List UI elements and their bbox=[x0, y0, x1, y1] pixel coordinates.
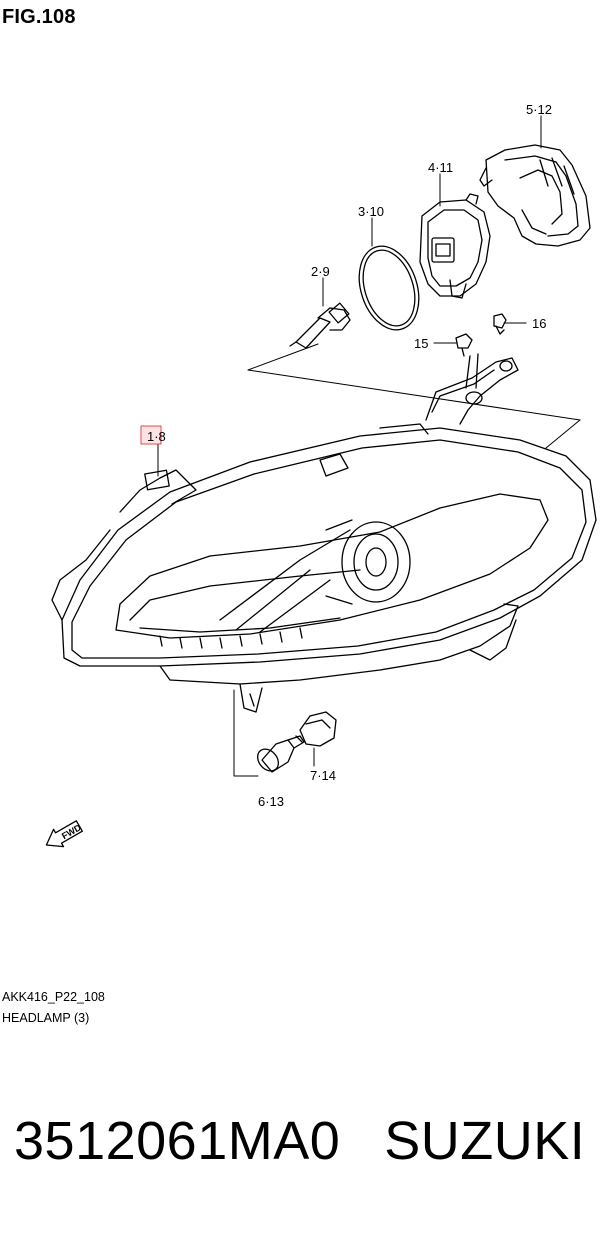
callout-7-14: 7·14 bbox=[310, 768, 336, 783]
leader-lines bbox=[157, 115, 581, 777]
callout-6-13: 6·13 bbox=[258, 794, 284, 809]
headlamp-exploded-diagram: 1·8 2·9 3·10 4·11 5·12 6·13 7·14 15 16 F… bbox=[45, 102, 597, 848]
figure-title: FIG.108 bbox=[2, 6, 76, 28]
side-marker-bulb-part bbox=[257, 735, 305, 773]
fwd-arrow-icon: FWD bbox=[45, 820, 83, 848]
fwd-label: FWD bbox=[60, 822, 83, 841]
hid-bulb-part bbox=[289, 302, 351, 349]
callout-2-9: 2·9 bbox=[311, 264, 330, 279]
headlamp-housing-part bbox=[51, 423, 597, 713]
screw-16-part bbox=[493, 313, 507, 335]
diagram-code: AKK416_P22_108 bbox=[2, 990, 105, 1004]
diagram-caption: HEADLAMP (3) bbox=[2, 1011, 90, 1025]
part-number: 3512061MA0 bbox=[14, 1111, 341, 1171]
gasket-ring-part bbox=[358, 245, 420, 331]
callout-5-12: 5·12 bbox=[526, 102, 552, 117]
callout-4-11: 4·11 bbox=[428, 160, 453, 175]
callout-1-8: 1·8 bbox=[147, 429, 166, 444]
headlamp-cover-part bbox=[479, 144, 591, 247]
callout-3-10: 3·10 bbox=[358, 204, 384, 219]
ballast-unit-part bbox=[419, 193, 491, 299]
callout-16: 16 bbox=[532, 316, 546, 331]
screw-15-part bbox=[455, 333, 473, 357]
highlight-box bbox=[140, 425, 162, 445]
part-banner: 3512061MA0 SUZUKI bbox=[14, 1110, 594, 1172]
bulb-socket-part bbox=[295, 711, 337, 747]
brand-name: SUZUKI bbox=[384, 1111, 586, 1171]
mounting-bracket bbox=[425, 353, 519, 425]
callout-15: 15 bbox=[414, 336, 428, 351]
